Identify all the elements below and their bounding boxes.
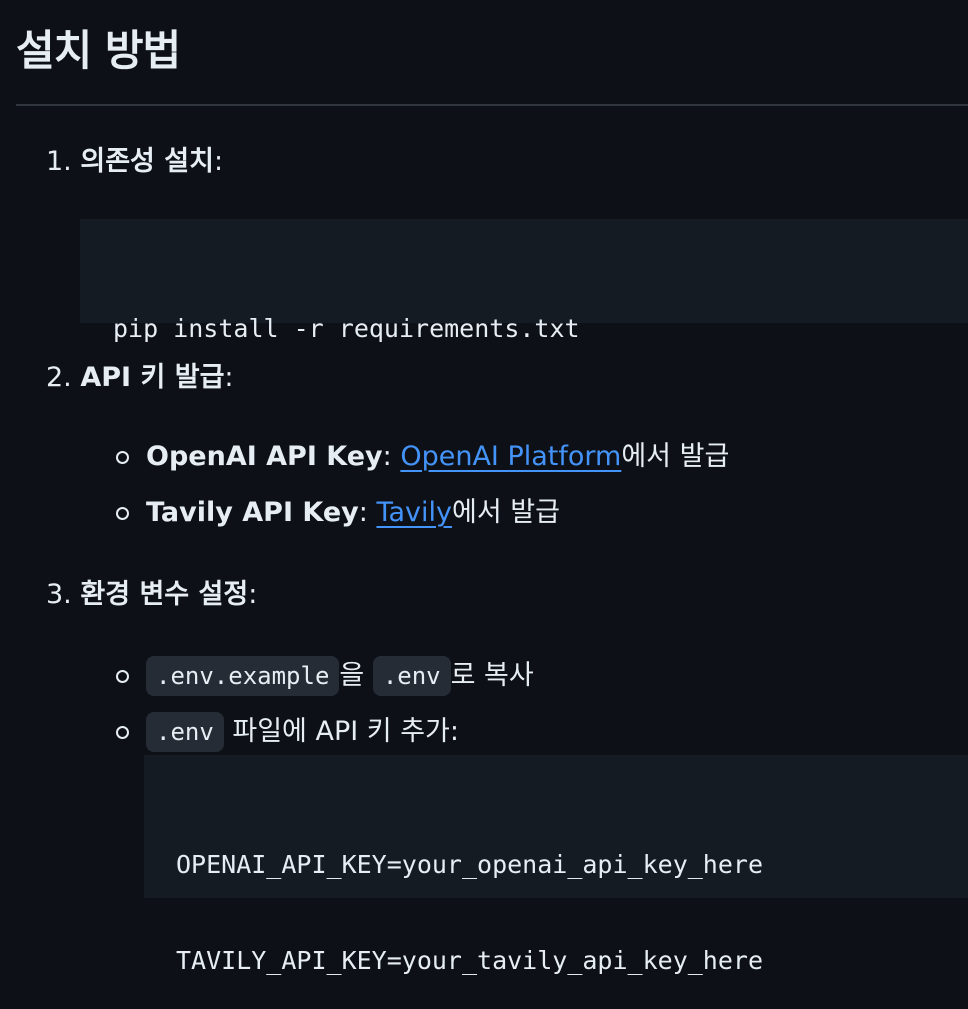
tavily-link[interactable]: Tavily	[376, 497, 452, 528]
step-2-number: 2.	[46, 362, 72, 393]
step-3-number: 3.	[46, 579, 72, 610]
env-example-code: .env.example	[146, 656, 340, 696]
step-3-title: 3. 환경 변수 설정:	[46, 579, 257, 611]
step-2-colon: :	[224, 362, 234, 393]
list-item-add-keys: .env 파일에 API 키 추가:	[116, 712, 459, 752]
env-code-block[interactable]: OPENAI_API_KEY=your_openai_api_key_here …	[144, 755, 968, 975]
separator: :	[382, 441, 401, 472]
tavily-after-text: 에서 발급	[451, 497, 560, 528]
code-line-openai: OPENAI_API_KEY=your_openai_api_key_here	[176, 850, 763, 879]
env-code: .env	[372, 656, 451, 696]
openai-after-text: 에서 발급	[621, 441, 730, 472]
step-2-label: API 키 발급	[80, 362, 225, 393]
code-line-tavily: TAVILY_API_KEY=your_tavily_api_key_here	[176, 946, 763, 975]
step-1-label: 의존성 설치	[80, 146, 214, 177]
env-file-code: .env	[146, 712, 224, 752]
copy-after-text: 로 복사	[450, 659, 534, 691]
bullet-circle-icon	[116, 669, 129, 683]
step-2-title: 2. API 키 발급:	[46, 362, 234, 394]
step-3-colon: :	[248, 579, 258, 610]
heading-divider	[16, 104, 968, 106]
section-heading: 설치 방법	[16, 26, 181, 75]
bullet-circle-icon	[116, 725, 129, 739]
step-1-number: 1.	[46, 146, 72, 177]
bullet-circle-icon	[116, 506, 129, 520]
add-keys-text: 파일에 API 키 추가:	[223, 715, 459, 747]
step-1-title: 1. 의존성 설치:	[46, 146, 223, 178]
separator: :	[358, 497, 377, 528]
code-line: pip install -r requirements.txt	[113, 314, 580, 343]
tavily-key-label: Tavily API Key	[146, 497, 359, 528]
copy-mid-text: 을	[339, 659, 373, 691]
openai-key-label: OpenAI API Key	[146, 441, 383, 472]
bullet-circle-icon	[116, 450, 129, 464]
step-3-label: 환경 변수 설정	[80, 579, 249, 610]
openai-platform-link[interactable]: OpenAI Platform	[400, 441, 622, 472]
step-1-colon: :	[213, 146, 224, 177]
install-code-block[interactable]: pip install -r requirements.txt	[80, 219, 968, 343]
